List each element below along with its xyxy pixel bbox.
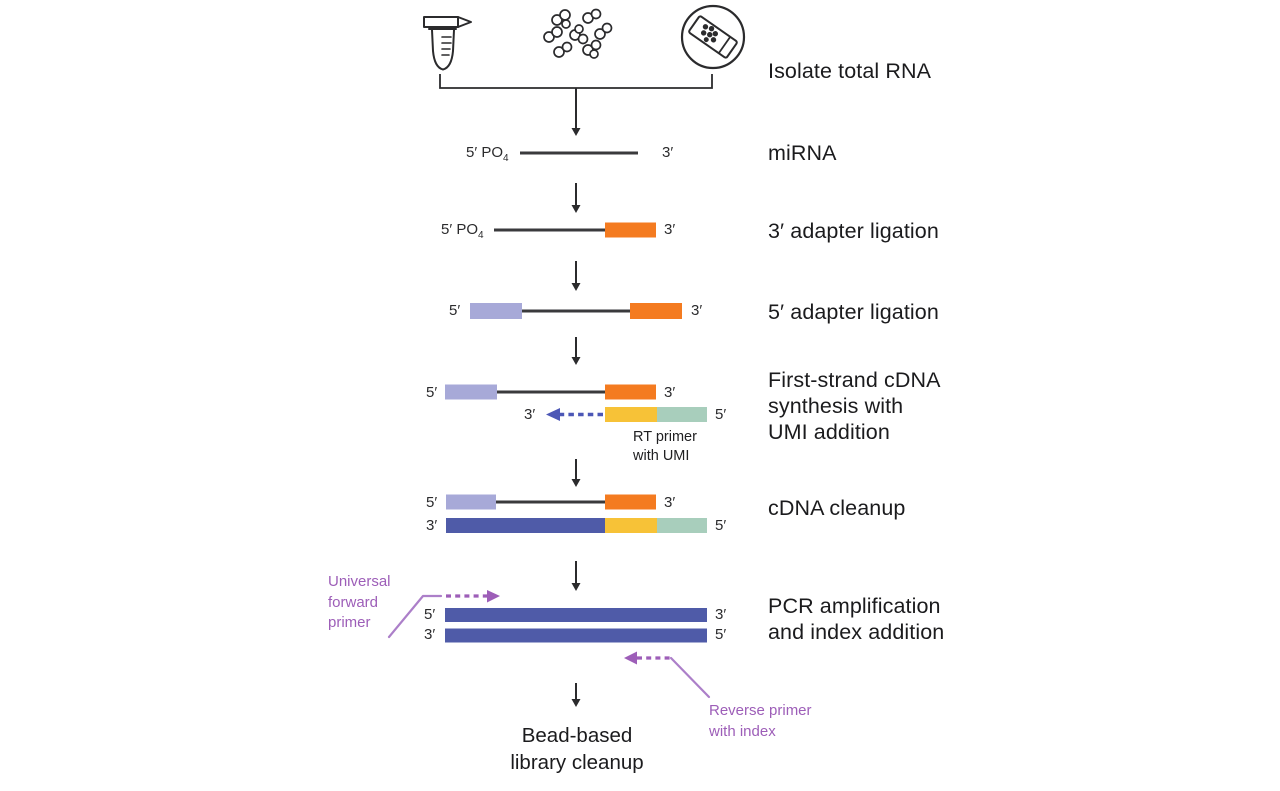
end-label-3: 3′: [664, 221, 676, 238]
end-label-5: 5′: [715, 626, 727, 643]
end-label-3: 3′: [662, 144, 674, 161]
universal-forward-primer-arrow-icon: [387, 590, 500, 639]
end-label-5-po4: 5′ PO4: [466, 144, 509, 164]
arrow-to-bead-cleanup-icon: [571, 683, 581, 707]
adapter5-block: [470, 303, 522, 319]
gather-bracket: [439, 74, 713, 136]
rt-primer-block: [605, 518, 657, 533]
adapter3-block: [605, 222, 656, 238]
end-label-3: 3′: [424, 626, 436, 643]
arrow-to-adapter5-icon: [571, 261, 581, 291]
step-label-5-adapter-ligation: 5′ adapter ligation: [768, 300, 939, 324]
end-label-5: 5′: [426, 384, 438, 401]
end-label-5: 5′: [424, 606, 436, 623]
po4-subscript: 4: [503, 153, 509, 164]
adapter5-block: [445, 384, 497, 400]
end-label-5: 5′: [715, 406, 727, 423]
arrow-to-pcr-icon: [571, 561, 581, 591]
end-label-5: 5′: [426, 494, 438, 511]
cell-cluster-icon: [543, 8, 613, 59]
reverse-primer-arrow-icon: [624, 651, 711, 699]
arrow-to-cleanup-icon: [571, 459, 581, 487]
umi-block: [657, 518, 707, 533]
step-label-3-adapter-ligation: 3′ adapter ligation: [768, 219, 939, 243]
microcentrifuge-tube-icon: [423, 16, 472, 71]
adapter5-block: [446, 494, 496, 510]
adapter-blocks: [445, 222, 707, 643]
rt-primer-block: [605, 407, 657, 422]
pcr-product-bottom-strand: [445, 628, 707, 643]
rna-strand-lines: [494, 151, 638, 504]
flow-arrows: [571, 183, 581, 707]
step-label-first-strand-synthesis: First-strand cDNA synthesis with UMI add…: [768, 368, 941, 444]
end-label-3: 3′: [664, 384, 676, 401]
end-label-3: 3′: [715, 606, 727, 623]
adapter3-block: [630, 303, 682, 319]
arrow-to-firststrand-icon: [571, 337, 581, 365]
step-label-isolate-total-rna: Isolate total RNA: [768, 59, 932, 83]
step-label-pcr-amplification: PCR amplification and index addition: [768, 594, 945, 644]
end-label-3: 3′: [524, 406, 536, 423]
arrow-to-adapter3-icon: [571, 183, 581, 213]
pcr-product-top-strand: [445, 608, 707, 622]
adapter3-block: [605, 494, 656, 510]
step-label-mirna: miRNA: [768, 141, 837, 165]
end-label-5-po4: 5′ PO4: [441, 221, 484, 241]
po4-subscript: 4: [478, 230, 484, 241]
annotation-rt-primer-with-umi: RT primer with UMI: [633, 429, 697, 464]
end-label-5: 5′: [715, 517, 727, 534]
adapter3-block: [605, 384, 656, 400]
end-label-3: 3′: [426, 517, 438, 534]
cdna-block: [446, 518, 605, 533]
rt-extension-arrow-icon: [546, 408, 603, 421]
step-label-bead-cleanup: Bead-based library cleanup: [510, 724, 644, 774]
tissue-slide-icon: [680, 4, 746, 70]
annotation-universal-forward-primer: Universal forward primer: [328, 573, 391, 631]
annotation-reverse-primer-with-index: Reverse primer with index: [709, 702, 812, 740]
umi-block: [657, 407, 707, 422]
end-label-3: 3′: [664, 494, 676, 511]
step-label-cdna-cleanup: cDNA cleanup: [768, 496, 906, 520]
end-label-5: 5′: [449, 302, 461, 319]
end-label-3: 3′: [691, 302, 703, 319]
